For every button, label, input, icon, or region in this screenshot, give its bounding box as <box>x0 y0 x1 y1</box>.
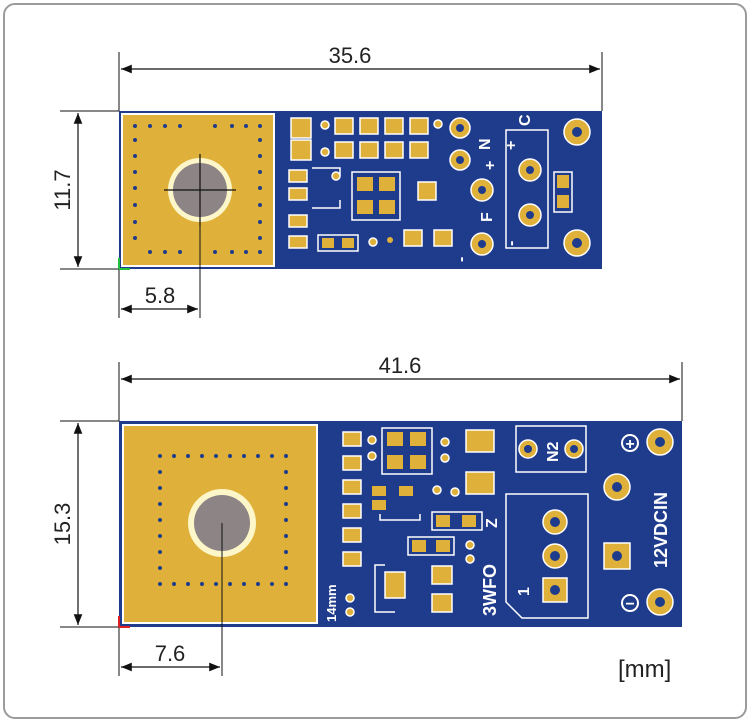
board-a-dimensions: 35.6 11.7 5.8 <box>50 43 603 318</box>
board-a-vias <box>133 124 262 254</box>
board-b-length-label: 41.6 <box>379 353 422 378</box>
units-label: [mm] <box>618 656 672 683</box>
board-a-silk-plus: + <box>482 161 499 170</box>
board-b-silk-size: 14mm <box>324 584 339 622</box>
board-a: N + F - C + - <box>119 111 602 269</box>
minus-circle-icon <box>621 594 639 612</box>
board-a-height-label: 11.7 <box>50 169 75 210</box>
board-b-dimensions: 41.6 15.3 7.6 <box>50 353 683 676</box>
board-a-silk-c-minus: - <box>503 241 520 246</box>
board-b-height-label: 15.3 <box>50 503 75 546</box>
board-b-vias <box>158 454 288 586</box>
board-a-silk-minus: - <box>453 257 470 262</box>
board-b-components <box>342 425 674 619</box>
board-a-components <box>288 117 591 257</box>
board-b-hole-offset-label: 7.6 <box>155 641 186 666</box>
board-b-silk-model: 3WFO <box>480 564 500 616</box>
board-b: 3WFO 14mm 12VDCIN N2 Z 1 + − <box>119 421 682 627</box>
board-a-length-label: 35.6 <box>329 43 372 68</box>
board-a-silk-c: C <box>517 114 534 126</box>
board-b-silk-plus: + <box>625 436 634 453</box>
board-a-silk-n: N <box>477 138 494 150</box>
plus-circle-icon <box>621 434 639 452</box>
board-b-silk-minus: − <box>625 596 634 613</box>
board-b-silk-pin1: 1 <box>516 587 533 596</box>
board-a-hole-offset-label: 5.8 <box>145 283 176 308</box>
board-b-silk-n2: N2 <box>545 441 562 462</box>
board-a-silk-f: F <box>479 212 496 222</box>
board-b-silk-voltage: 12VDCIN <box>651 492 671 568</box>
board-a-silk-c-plus: + <box>503 141 520 150</box>
board-b-silk-z: Z <box>484 518 501 528</box>
